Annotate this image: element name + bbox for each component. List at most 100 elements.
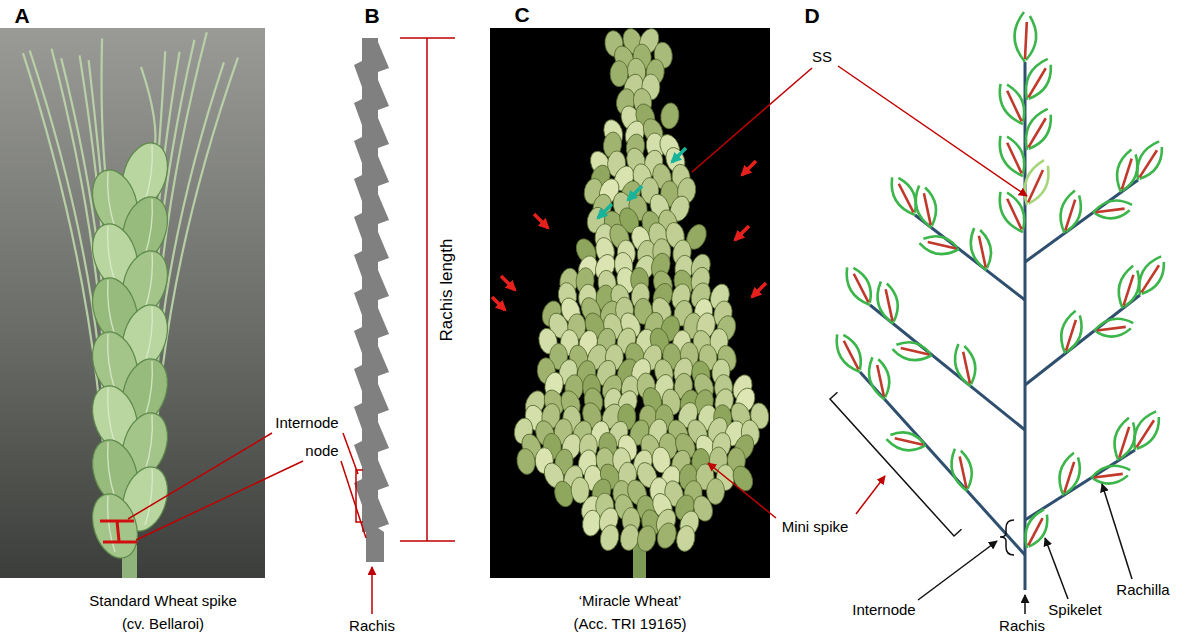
glume-outline <box>1018 55 1048 100</box>
part-label: Rachis <box>999 617 1045 634</box>
glume-outline <box>1090 463 1131 478</box>
floret-line <box>1124 274 1134 306</box>
marker-arrow <box>752 283 766 297</box>
spikelet-glyph <box>1130 137 1169 185</box>
glume-outline <box>1019 506 1045 548</box>
glume-highlight <box>145 253 152 309</box>
grain <box>675 524 697 553</box>
leader-arrow <box>856 476 885 514</box>
internode-bracket <box>356 470 363 522</box>
spikelet-glyph <box>1018 157 1055 209</box>
leader-arrow <box>1024 595 1026 614</box>
spikelet-glyph <box>1018 55 1057 105</box>
leader-line <box>128 433 272 519</box>
spikelet-glyph <box>1132 252 1171 300</box>
floret-line <box>962 352 972 384</box>
leader-line <box>136 461 303 540</box>
glume-outline <box>958 449 977 488</box>
floret-line <box>1064 461 1074 493</box>
leader-arrow <box>1045 538 1068 599</box>
spikelet-glyph <box>864 354 894 401</box>
glume-outline <box>1029 113 1056 153</box>
glume-highlight <box>108 442 115 498</box>
floret-line <box>1065 199 1075 231</box>
spikelet-glyph <box>830 329 869 377</box>
floret-line <box>1028 118 1045 149</box>
glume-outline <box>1029 164 1054 207</box>
mini-spike-bracket <box>830 392 962 536</box>
floret-line <box>922 193 932 225</box>
glume-outline <box>1026 16 1036 60</box>
glume-outline <box>977 229 996 268</box>
branched-spike-scheme <box>830 12 1171 590</box>
spikelet-glyph <box>1055 451 1085 498</box>
spikelet-glyph <box>840 262 879 310</box>
glume-outline <box>993 83 1023 128</box>
part-label: SS <box>812 48 832 65</box>
spikelet-glyph <box>1093 316 1135 340</box>
floret-line <box>1122 158 1132 190</box>
floret-line <box>1006 199 1023 230</box>
spikelet-glyph <box>873 279 903 326</box>
spikelet-glyph <box>1091 198 1133 222</box>
dimension-label: Rachis length <box>437 238 457 341</box>
floret-line <box>900 348 929 354</box>
floret-line <box>1028 68 1045 99</box>
floret-line <box>897 184 914 213</box>
glume-highlight <box>108 496 115 552</box>
glume-outline <box>840 267 870 310</box>
glume-highlight <box>145 307 152 363</box>
spikelet-glyph <box>1127 407 1166 455</box>
grain <box>659 102 680 130</box>
panel-letter: D <box>804 4 819 28</box>
marker-arrow <box>534 214 548 228</box>
grain <box>515 447 537 475</box>
miracle-wheat-photo <box>490 28 770 578</box>
glume-outline <box>875 358 894 397</box>
glume-outline <box>896 175 923 213</box>
spikelet-glyph <box>1090 463 1132 487</box>
spikelet-glyph <box>993 79 1032 129</box>
awn <box>141 67 155 153</box>
floret-line <box>1028 518 1042 546</box>
spikelet <box>85 488 145 564</box>
panel-letter: B <box>364 4 379 28</box>
glume-outline <box>1093 316 1134 331</box>
glume-outline <box>961 345 980 384</box>
caption: ‘Miracle Wheat’ <box>579 592 682 609</box>
part-label: Internode <box>852 601 915 618</box>
glume-outline <box>851 265 878 303</box>
panel-letter: A <box>14 4 29 28</box>
glume-highlight <box>108 334 115 390</box>
leader-line <box>343 433 358 474</box>
glume-outline <box>993 135 1023 180</box>
grain <box>598 523 621 552</box>
internode-bracket <box>1000 520 1014 555</box>
glume-highlight <box>108 388 115 444</box>
glume-outline <box>841 332 868 370</box>
glume-outline <box>1066 194 1085 233</box>
glume-outline <box>1142 260 1169 298</box>
glume-outline <box>830 334 860 377</box>
glume-outline <box>993 191 1023 236</box>
grain <box>729 463 756 494</box>
glume-outline <box>1095 207 1131 221</box>
part-label: Mini spike <box>782 518 849 535</box>
spikelet-glyph <box>885 172 924 220</box>
glume-highlight <box>145 415 152 471</box>
caption: (cv. Bellaroi) <box>122 615 204 632</box>
part-label: Spikelet <box>1048 601 1101 618</box>
glume-outline <box>1018 105 1048 150</box>
marker-arrow <box>628 186 642 200</box>
floret-line <box>958 457 968 489</box>
floret-line <box>842 341 859 370</box>
glume-outline <box>1018 157 1045 205</box>
glume-outline <box>1130 137 1160 180</box>
glume-outline <box>1065 457 1084 496</box>
glume-outline <box>1127 407 1157 450</box>
floret-line <box>1096 207 1125 213</box>
marker-arrow <box>672 148 686 162</box>
marker-arrow <box>501 276 515 290</box>
awn <box>102 38 106 180</box>
